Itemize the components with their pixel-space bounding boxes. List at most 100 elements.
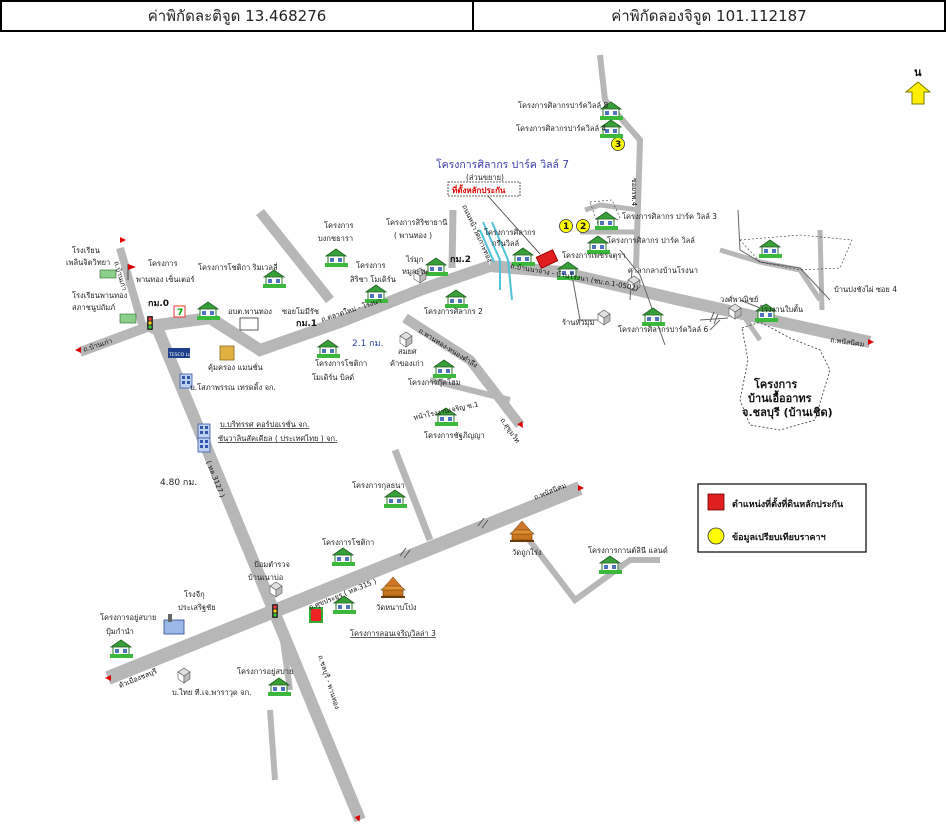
legend-subject-label: ตำแหน่งที่ตั้งที่ดินหลักประกัน — [732, 497, 844, 510]
label-pt-center-2: พานทอง เซ็นเตอร์ — [136, 274, 195, 284]
project-title: โครงการศิลากร ปาร์ค วิลล์ 7 — [436, 158, 569, 171]
police-box-icon — [309, 607, 323, 623]
flag-icon-school1 — [127, 264, 136, 280]
road-pv3 — [584, 202, 641, 213]
label-pv3: โครงการศิลากร ปาร์ค วิลล์ 3 — [622, 212, 717, 221]
label-ban-eua-1: โครงการ — [753, 377, 797, 391]
river-line-3 — [479, 229, 495, 263]
temple-icon-wat-bo — [380, 576, 406, 599]
label-school2-b: สภาชนูปถัมภ์ — [72, 303, 115, 312]
label-chotika-lower: โครงการโชติกา — [322, 538, 374, 547]
road-bangsaen — [267, 709, 278, 781]
house-icon-chotika-modern — [316, 339, 341, 359]
legend-subject-swatch — [707, 493, 725, 511]
label-pv4: โครงการศิลากรปาร์ควิลล์ 4 — [516, 124, 606, 133]
river-line-2 — [491, 221, 513, 301]
house-icon-chotika-lower — [331, 547, 356, 567]
road-ban-eua — [742, 316, 763, 342]
tesco-icon — [168, 348, 190, 358]
project-boundary-sirichapark — [739, 234, 853, 271]
label-inta-villa: โครงการลอนเจริญวิลล่า 3 — [350, 629, 436, 638]
road-ban-pong — [817, 229, 825, 311]
coordinates-header: ค่าพิกัดละติจูด 13.468276 ค่าพิกัดลองจิจ… — [0, 0, 946, 32]
label-somyos-1: สมยศ — [398, 347, 417, 356]
label-rubber-2: ประเสริฐชัย — [178, 603, 216, 612]
cube-icon-thai-tj — [177, 667, 191, 684]
house-icon-house-rich — [109, 639, 134, 659]
school-icon-1 — [99, 269, 117, 279]
label-kumkrong: คุ้มครอง แมนชั่น — [208, 362, 263, 372]
label-wong-phanit: วงศ์พาณิชย์ — [720, 295, 758, 304]
legend-comparable-label: ข้อมูลเปรียบเทียบราคาฯ — [732, 532, 826, 543]
tesco-label: TESCO Lotus — [168, 352, 198, 358]
comparable-2[interactable]: 2 — [576, 219, 590, 233]
label-pt-center-1: โครงการ — [148, 259, 178, 268]
road-school — [116, 246, 146, 326]
break-mark-6 — [713, 313, 719, 325]
land-marker-label: ที่ตั้งหลักประกัน — [452, 184, 506, 195]
label-kulhome: โครงการกุ๊คโฮม — [408, 378, 461, 387]
label-bongkot-2: บงกชธารา — [318, 234, 353, 243]
label-road-south: ถ.ชลบุรี - พานทอง — [316, 654, 341, 710]
label-silakorn-green-1: โครงการศิลากร — [484, 228, 536, 237]
label-sai-muk-1: ไร่มุก — [405, 255, 423, 264]
arrow-east-road — [868, 339, 874, 345]
break-mark-2 — [403, 549, 411, 559]
label-house-ok: โครงการอยู่สบาย — [237, 667, 293, 676]
road-sirichapark — [719, 247, 823, 302]
road-soi-south — [429, 377, 511, 403]
building-icon-chemical — [197, 437, 211, 453]
river-line-1 — [482, 221, 501, 290]
road-phanthong-nongtamlung — [402, 313, 524, 429]
cube-icon-somyos — [399, 331, 413, 348]
road-soi-lower — [277, 619, 293, 691]
label-wat-kao: วัดถูกไร่ง — [512, 548, 542, 557]
label-sai-muk-2: หมูกะทะ — [402, 267, 429, 276]
label-sirichathani-2: ( พานทอง ) — [394, 231, 432, 240]
label-subanya: โครงการชัฐภิญญา — [424, 431, 485, 440]
cube-icon-hua-mum — [597, 309, 611, 326]
label-chotika-modern-1: โครงการโชติกา — [315, 359, 367, 368]
label-ban-nong-pla: ศาลากลางบ้านโรงนา — [628, 266, 698, 275]
house-icon-chotika-rin — [262, 269, 287, 289]
road-north-left — [256, 208, 334, 304]
house-icon-pv6 — [641, 307, 666, 327]
break-mark-3 — [477, 517, 485, 527]
road-chonburi-phanthong — [78, 321, 152, 357]
label-school1-a: โรงเรียน — [72, 246, 100, 255]
kumkrong-icon — [219, 345, 235, 361]
label-siricha-1: โครงการ — [356, 261, 386, 270]
seven-eleven-icon — [173, 305, 186, 318]
legend-comparable-swatch — [707, 527, 725, 545]
arrow-phanat-road — [578, 485, 584, 491]
break-mark-1 — [399, 547, 407, 557]
label-road-soi4: ซอยรพ.4 — [630, 178, 638, 207]
label-km0: กม.0 — [148, 299, 169, 309]
subject-land-marker[interactable] — [535, 249, 559, 269]
comparable-1[interactable]: 1 — [559, 219, 573, 233]
longitude-label: ค่าพิกัดลองจิจูด 101.112187 — [472, 2, 944, 30]
signal-icon-315 — [272, 604, 278, 618]
label-boritrat: บ.บริทรรศ คอร์ปอเรชั่น จก. — [220, 419, 309, 429]
subject-leader-line — [487, 195, 541, 255]
arrow-school-road — [120, 237, 126, 243]
house-icon-kulhome — [432, 359, 457, 379]
label-chotika-modern-2: โมเดิร์น บิลด์ — [312, 373, 354, 382]
legend: ตำแหน่งที่ตั้งที่ดินหลักประกัน ข้อมูลเปร… — [697, 483, 867, 553]
label-ratana-land: โครงการกานต์ลินี แลนด์ — [588, 546, 668, 555]
label-pv8: โครงการศิลากรปาร์ควิลล์ 8 — [518, 101, 608, 110]
land-marker-label-box — [447, 181, 521, 197]
north-arrow: น — [904, 66, 932, 105]
label-rong-nan: โรงงานใบตั้น — [760, 304, 803, 314]
legend-box — [697, 483, 867, 553]
label-distance-21: 2.1 กม. — [352, 339, 383, 349]
comparable-3[interactable]: 3 — [611, 137, 625, 151]
signal-icon-km0 — [147, 316, 153, 330]
house-icon-silakorn2 — [444, 289, 469, 309]
comparable-2-number: 2 — [580, 222, 586, 232]
road-kunthana — [391, 448, 434, 542]
label-pv6: โครงการศิลากรปาร์ควิลล์ 6 — [618, 325, 708, 334]
soi-line-4 — [699, 317, 729, 321]
project-boundary-ban-eua — [739, 321, 831, 431]
house-icon-bongkot — [324, 248, 349, 268]
